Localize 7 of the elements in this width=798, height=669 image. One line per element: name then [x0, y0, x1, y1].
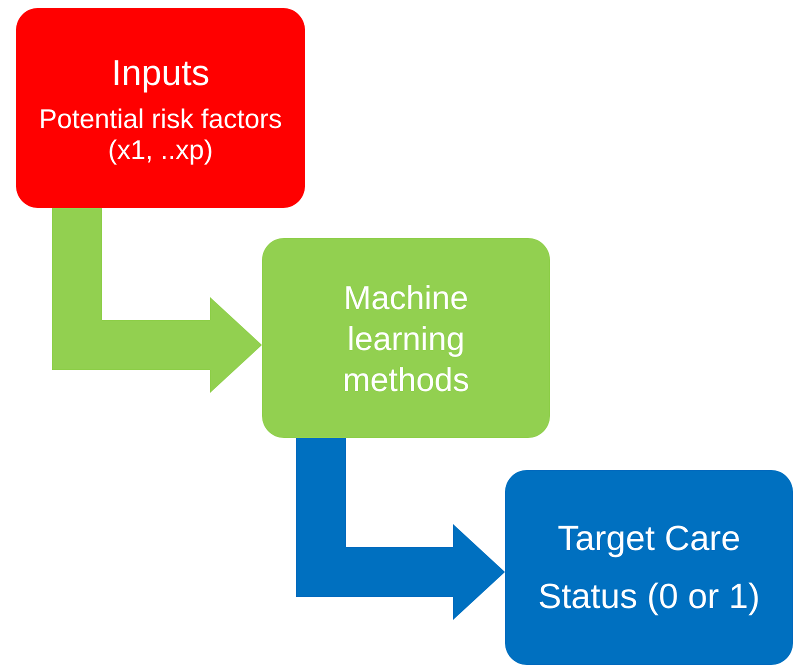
process-box — [16, 8, 305, 208]
node-text: Potential risk factors (x1, ..xp) — [38, 104, 284, 166]
node-text: Machine learning methods — [342, 278, 470, 400]
node-text: Target Care Status (0 or 1) — [537, 518, 761, 618]
process-box — [262, 238, 550, 438]
node-heading: Inputs — [111, 51, 210, 95]
process-box — [505, 470, 793, 665]
